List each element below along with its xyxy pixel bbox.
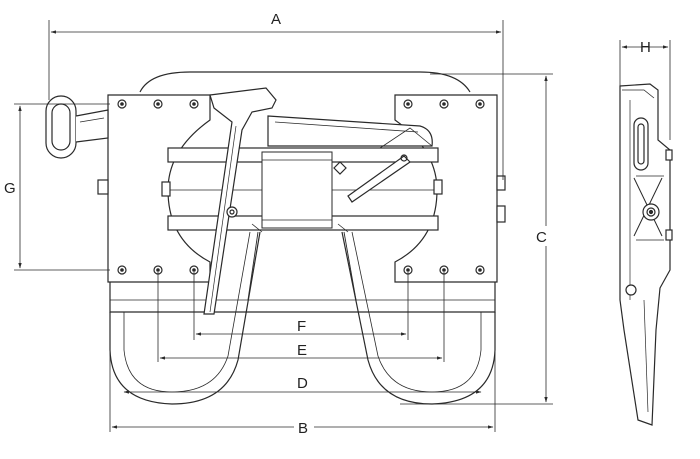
right-nut [496,175,506,191]
side-handle [633,117,649,171]
label-d: D [297,375,308,392]
side-view [619,83,673,426]
label-e: E [297,342,307,359]
side-hole [625,284,637,296]
lever-pivot-bolt [226,206,238,218]
left-nut [97,179,109,195]
label-b: B [298,420,308,437]
left-plate-bolts [117,99,199,275]
lower-frame [109,282,496,313]
right-side-plate [394,94,498,283]
handle-ring[interactable] [45,95,77,159]
label-g: G [4,180,16,197]
side-body [619,83,671,426]
top-cover [139,71,471,93]
left-side-plate [107,94,211,283]
left-u-loop [109,231,261,405]
label-f: F [297,318,306,335]
dimension-lines [14,20,671,432]
right-plate-bolts [403,99,485,275]
label-a: A [271,11,281,28]
label-h: H [640,39,651,56]
handle-arm [75,109,109,143]
dimension-labels: A G C B D E F H [4,10,651,438]
label-c: C [536,229,547,246]
lever-arm [203,87,277,315]
spring-link [347,155,411,203]
front-view [45,71,506,405]
